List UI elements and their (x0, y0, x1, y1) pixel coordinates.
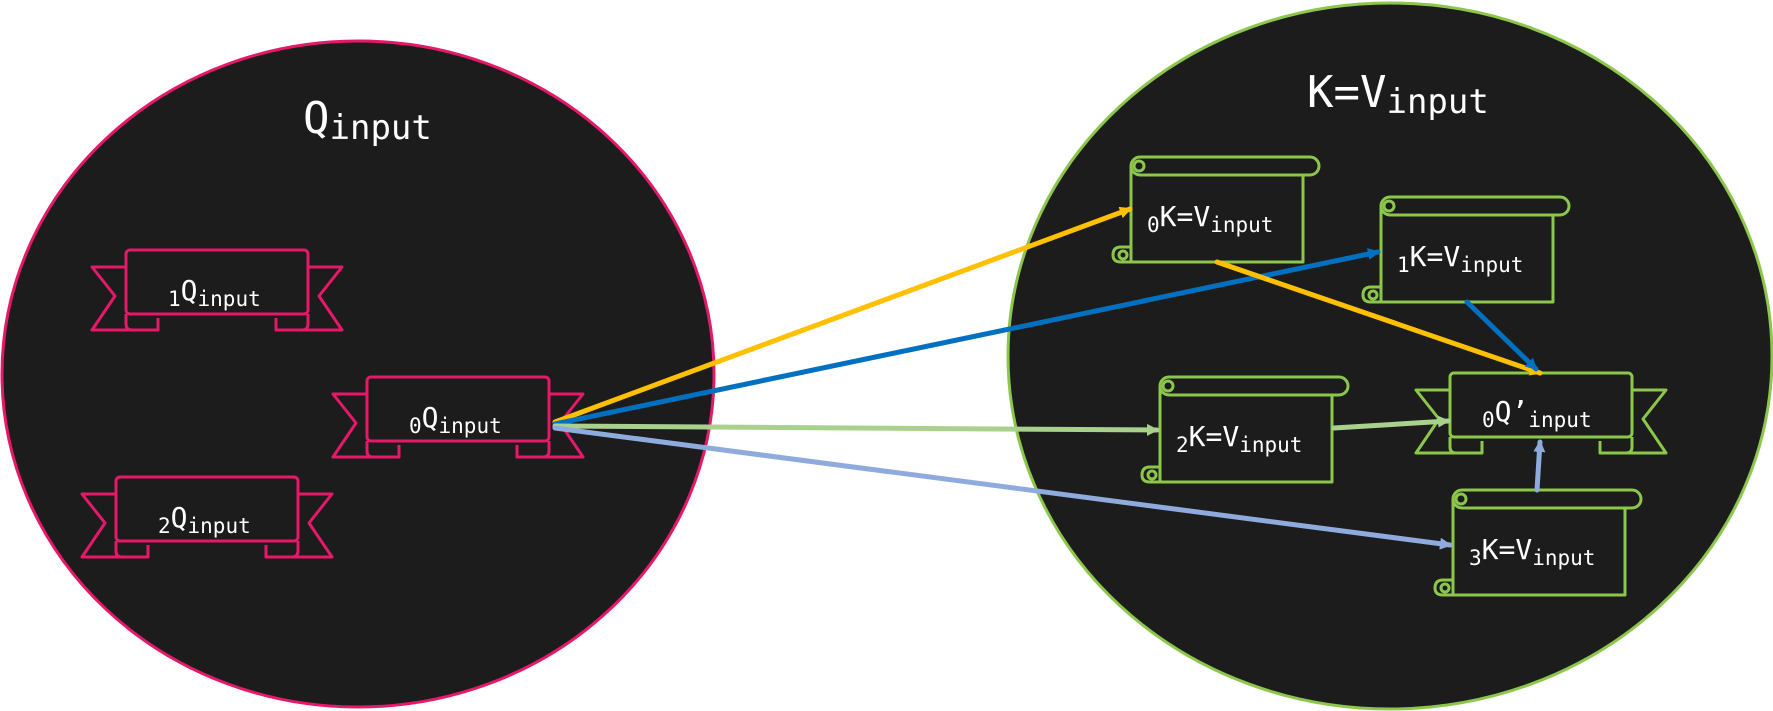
query-ribbon-2: 2Qinput (80, 475, 334, 559)
query-ribbon-1: 1Qinput (90, 248, 344, 332)
edge-q0-kv1 (552, 248, 1381, 427)
query-group: Qinput 1Qinput (0, 39, 716, 709)
kv-scroll-0-label: 0K=Vinput (1147, 200, 1273, 237)
kv-scroll-2-label: 2K=Vinput (1176, 420, 1302, 457)
edge-q0-kv2 (552, 423, 1160, 436)
kv-scroll-2: 2K=Vinput (1140, 375, 1350, 484)
query-ribbon-0: 0Qinput (331, 375, 585, 459)
query-ribbon-1-label: 1Qinput (168, 274, 261, 311)
kv-scroll-1-label: 1K=Vinput (1397, 240, 1523, 277)
output-ribbon-0: 0Q’input (1414, 371, 1668, 455)
key-value-group: K=Vinput 0K=Vinput (1006, 1, 1773, 711)
edge-q0-kv0 (552, 206, 1133, 425)
kv-scroll-3: 3K=Vinput (1433, 488, 1643, 597)
edges (552, 206, 1546, 550)
edge-kv2-q0out (1331, 415, 1451, 431)
edge-kv3-q0out (1533, 439, 1546, 493)
edge-q0-kv3 (552, 425, 1453, 550)
kv-scroll-1: 1K=Vinput (1361, 195, 1571, 304)
query-ribbon-2-label: 2Qinput (158, 501, 251, 538)
query-group-title: Qinput (303, 93, 432, 148)
edge-kv0-q0out (1214, 259, 1543, 376)
key-value-circle (1006, 1, 1773, 711)
edge-kv1-q0out (1464, 299, 1539, 372)
output-ribbon-0-label: 0Q’input (1482, 395, 1592, 432)
kv-scroll-3-label: 3K=Vinput (1469, 533, 1595, 570)
query-ribbon-0-label: 0Qinput (409, 401, 502, 438)
key-value-group-title: K=Vinput (1307, 67, 1489, 122)
